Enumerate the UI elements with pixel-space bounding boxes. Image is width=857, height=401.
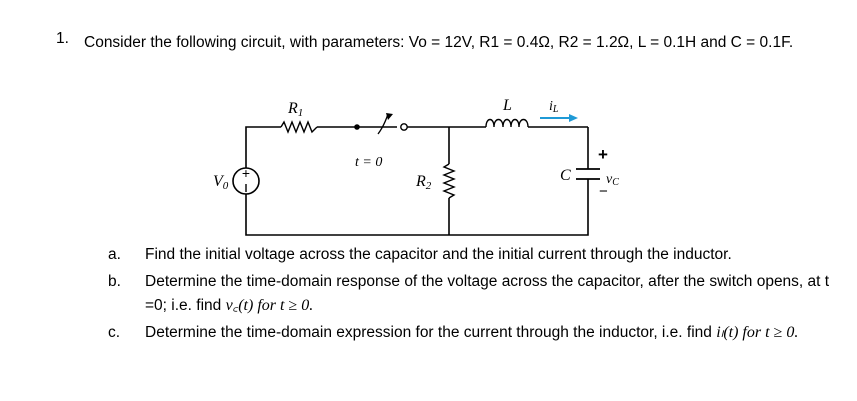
capacitor-label: C	[560, 167, 571, 184]
switch	[354, 113, 408, 135]
inductor-label: L	[502, 97, 512, 114]
switch-time-label: t = 0	[355, 155, 382, 170]
current-arrow-head	[569, 114, 578, 122]
part-a-letter: a.	[108, 246, 121, 263]
source-label: V0	[213, 173, 229, 192]
voltage-source-symbol	[232, 167, 260, 195]
circuit-wires	[245, 126, 589, 236]
r2-resistor	[442, 163, 456, 199]
r1-label: R1	[287, 100, 303, 119]
r2-label: R2	[415, 173, 432, 192]
part-b-text: Determine the time-domain response of th…	[145, 270, 835, 318]
problem-statement: Consider the following circuit, with par…	[84, 34, 794, 51]
problem-number: 1.	[56, 30, 69, 47]
capacitor-plus: +	[598, 145, 608, 164]
capacitor-minus: −	[599, 183, 608, 200]
capacitor-voltage-label: vC	[606, 172, 619, 188]
source-plus-sign: +	[242, 165, 250, 181]
part-a-text: Find the initial voltage across the capa…	[145, 246, 732, 263]
part-c-text-body: Determine the time-domain expression for…	[145, 324, 717, 341]
r1-resistor	[280, 120, 318, 134]
part-b-math: v꜀(t) for t ≥ 0.	[225, 297, 314, 314]
part-c-math: iₗ(t) for t ≥ 0.	[716, 324, 799, 341]
part-c-letter: c.	[108, 324, 121, 341]
current-label: iL	[549, 99, 559, 115]
part-b-letter: b.	[108, 273, 121, 290]
part-b-text-body: Determine the time-domain response of th…	[145, 273, 830, 314]
inductor-coil	[485, 118, 529, 128]
part-c-text: Determine the time-domain expression for…	[145, 321, 835, 345]
